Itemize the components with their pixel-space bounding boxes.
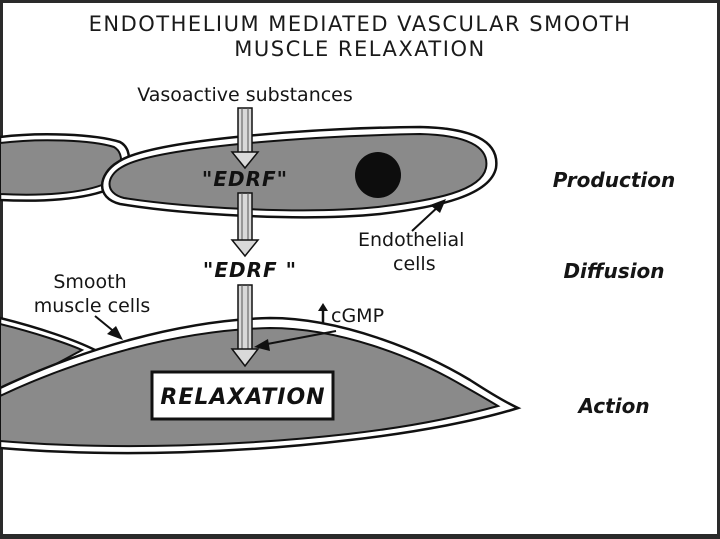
edrf-production-label: "EDRF"	[202, 167, 288, 191]
left-border	[0, 0, 3, 539]
relaxation-box	[150, 370, 335, 421]
cgmp-up-arrow-icon	[318, 303, 328, 323]
smooth-label-line-2: muscle cells	[34, 295, 151, 317]
nucleus	[355, 152, 401, 198]
title-line-1: ENDOTHELIUM MEDIATED VASCULAR SMOOTH	[89, 12, 632, 36]
stage-diffusion: Diffusion	[563, 259, 664, 283]
arrow-edrf-diffusion	[230, 192, 260, 258]
arrow-edrf-to-relaxation	[230, 284, 260, 368]
title-line-2: MUSCLE RELAXATION	[234, 37, 485, 61]
cgmp-pointer-arrow	[254, 330, 337, 351]
vasoactive-label: Vasoactive substances	[137, 84, 353, 106]
endothelial-cell-main	[108, 132, 488, 212]
cgmp-label: cGMP	[331, 305, 384, 327]
endothelial-pointer-arrow	[411, 199, 446, 232]
top-border	[0, 0, 720, 3]
relaxation-label: RELAXATION	[160, 385, 325, 410]
right-border	[717, 0, 720, 539]
arrow-vasoactive-to-edrf	[230, 107, 260, 170]
stage-production: Production	[553, 168, 675, 192]
bottom-border	[0, 534, 720, 539]
smooth-label-line-1: Smooth	[53, 271, 126, 293]
stage-action: Action	[576, 394, 649, 418]
endothelial-label-line-1: Endothelial	[358, 229, 464, 251]
endothelial-label-line-2: cells	[393, 253, 436, 275]
edrf-diffusion-label: "EDRF "	[203, 258, 297, 282]
smooth-pointer-arrow	[94, 315, 123, 340]
